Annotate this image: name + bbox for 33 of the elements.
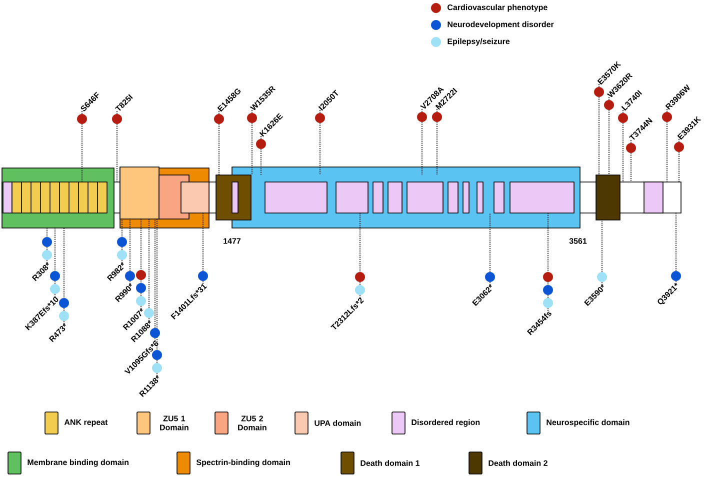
legend-label: Spectrin-binding domain [196, 459, 290, 467]
legend-label: Neurodevelopment disorder [448, 21, 554, 29]
leader-line [678, 138, 680, 182]
leader-line [436, 108, 438, 176]
legend-label: Neurospecific domain [546, 419, 630, 427]
position-number: 1477 [224, 238, 241, 244]
legend-label: Epilepsy/seizure [448, 38, 510, 46]
leader-line [140, 218, 142, 310]
leader-line [54, 227, 56, 298]
legend-label: Death domain 1 [360, 460, 420, 466]
leader-line [156, 218, 158, 376]
leader-line [666, 108, 668, 182]
leader-line [154, 218, 156, 342]
legend-label: ZU5 2 Domain [238, 416, 266, 430]
leader-line [622, 110, 624, 182]
leader-line [608, 96, 610, 176]
leader-line [260, 136, 262, 176]
leader-line [46, 227, 48, 264]
leader-line [218, 110, 220, 176]
leader-line [598, 84, 600, 176]
leader-line [116, 110, 118, 182]
legend-label: Death domain 2 [488, 460, 548, 466]
protein-drawing [2, 166, 682, 228]
legend-label: ZU5 1 Domain [160, 416, 188, 430]
legend-label: Cardiovascular phenotype [448, 4, 548, 12]
leader-line [202, 212, 204, 284]
legend-label: Membrane binding domain [28, 459, 128, 467]
legend-label: UPA domain [314, 420, 361, 426]
legend-label: Disordered region [412, 419, 480, 427]
leader-line [148, 218, 150, 322]
position-number: 3561 [569, 238, 587, 244]
legend-label: ANK repeat [64, 419, 108, 427]
leader-line [630, 140, 632, 182]
